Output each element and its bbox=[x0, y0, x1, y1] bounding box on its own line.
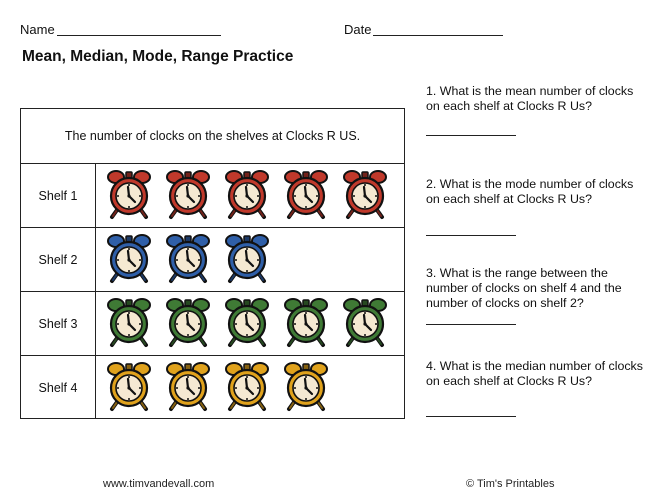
table-row: Shelf 2 bbox=[21, 228, 404, 292]
alarm-clock-icon bbox=[107, 234, 151, 283]
answer-line-3[interactable] bbox=[426, 324, 516, 325]
answer-line-1[interactable] bbox=[426, 135, 516, 136]
clock-cell bbox=[97, 164, 404, 227]
question-2: 2. What is the mode number of clocks on … bbox=[426, 177, 634, 206]
shelf-label: Shelf 4 bbox=[21, 356, 96, 419]
alarm-clock-icon bbox=[107, 298, 151, 347]
clock-pictograph-table: The number of clocks on the shelves at C… bbox=[20, 108, 405, 419]
question-4: 4. What is the median number of clocks o… bbox=[426, 359, 643, 388]
alarm-clock-icon bbox=[284, 170, 328, 219]
table-row: Shelf 3 bbox=[21, 292, 404, 356]
clock-cell bbox=[97, 228, 404, 291]
alarm-clock-icon bbox=[343, 298, 387, 347]
footer-copyright: © Tim's Printables bbox=[466, 478, 555, 490]
shelf-label: Shelf 3 bbox=[21, 292, 96, 355]
footer-website: www.timvandevall.com bbox=[103, 478, 215, 490]
table-row: Shelf 1 bbox=[21, 164, 404, 228]
alarm-clock-icon bbox=[166, 298, 210, 347]
alarm-clock-icon bbox=[343, 170, 387, 219]
shelf-label: Shelf 1 bbox=[21, 164, 96, 227]
alarm-clock-icon bbox=[107, 170, 151, 219]
answer-line-4[interactable] bbox=[426, 416, 516, 417]
alarm-clock-icon bbox=[225, 234, 269, 283]
shelf-label: Shelf 2 bbox=[21, 228, 96, 291]
clock-cell bbox=[97, 292, 404, 355]
alarm-clock-icon bbox=[166, 362, 210, 411]
alarm-clock-icon bbox=[225, 298, 269, 347]
date-label: Date bbox=[344, 22, 372, 37]
table-row: Shelf 4 bbox=[21, 356, 404, 419]
table-title: The number of clocks on the shelves at C… bbox=[21, 109, 404, 164]
question-3: 3. What is the range between the number … bbox=[426, 266, 622, 310]
name-label: Name bbox=[20, 22, 55, 37]
question-1: 1. What is the mean number of clocks on … bbox=[426, 84, 634, 113]
alarm-clock-icon bbox=[166, 170, 210, 219]
alarm-clock-icon bbox=[225, 362, 269, 411]
answer-line-2[interactable] bbox=[426, 235, 516, 236]
name-line[interactable] bbox=[57, 35, 221, 36]
alarm-clock-icon bbox=[166, 234, 210, 283]
clock-cell bbox=[97, 356, 404, 419]
date-line[interactable] bbox=[373, 35, 503, 36]
page-title: Mean, Median, Mode, Range Practice bbox=[22, 48, 294, 65]
alarm-clock-icon bbox=[284, 362, 328, 411]
alarm-clock-icon bbox=[225, 170, 269, 219]
alarm-clock-icon bbox=[107, 362, 151, 411]
alarm-clock-icon bbox=[284, 298, 328, 347]
